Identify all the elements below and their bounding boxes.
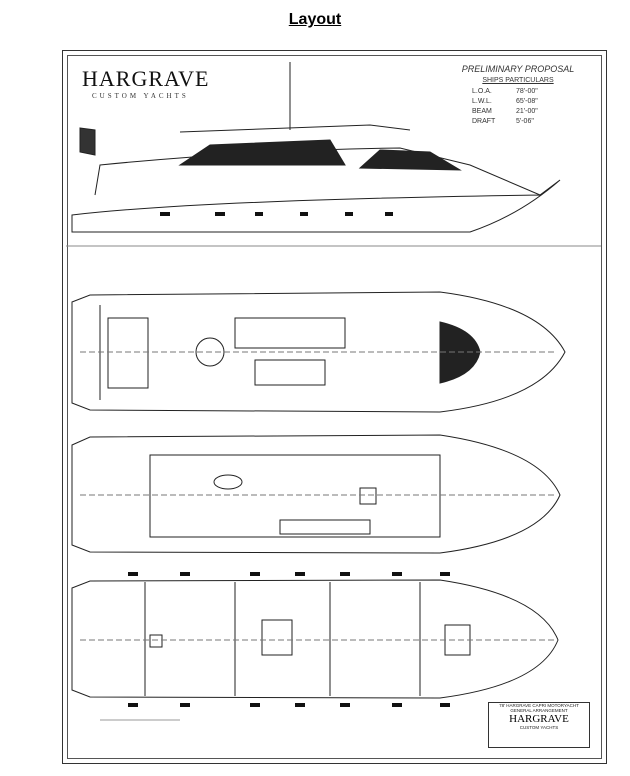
- lower-deck-plan: [71, 572, 559, 707]
- yacht-profile: [71, 62, 561, 233]
- title-block: 78' HARGRAVE CAPRI MOTORYACHT GENERAL AR…: [488, 702, 590, 748]
- drawing-sheet: [62, 50, 607, 764]
- page-title: Layout: [288, 11, 342, 28]
- ship-particulars: PRELIMINARY PROPOSAL SHIPS PARTICULARS L…: [458, 64, 578, 125]
- main-deck-plan: [71, 434, 561, 554]
- spec-row: L.O.A.78'-00": [472, 88, 538, 95]
- spec-row: L.W.L.65'-08": [472, 98, 538, 105]
- hargrave-logo: HARGRAVE CUSTOM YACHTS: [82, 66, 210, 100]
- flybridge-plan: [71, 291, 566, 413]
